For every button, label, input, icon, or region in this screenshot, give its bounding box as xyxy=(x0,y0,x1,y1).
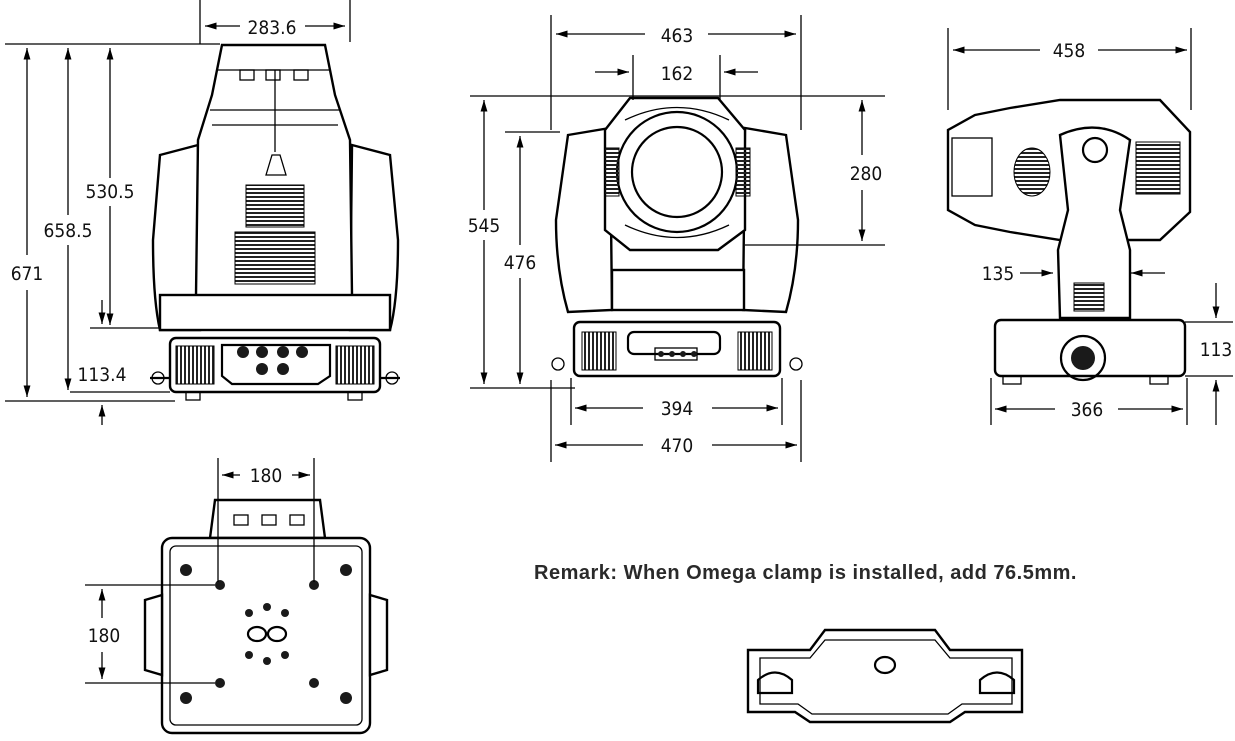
dim-rear-width: 463 xyxy=(661,25,694,47)
dim-rear-lens: 162 xyxy=(661,63,694,85)
dim-rear-upper: 280 xyxy=(850,163,883,185)
dim-side-width: 458 xyxy=(1053,40,1086,62)
dim-front-total-height: 671 xyxy=(11,263,44,285)
dim-front-tilt-height: 658.5 xyxy=(44,220,93,242)
dim-side-base-width: 366 xyxy=(1071,399,1104,421)
remark-note: Remark: When Omega clamp is installed, a… xyxy=(534,562,1077,584)
front-view xyxy=(150,43,400,401)
omega-clamp xyxy=(746,628,1024,724)
dim-front-width: 283.6 xyxy=(248,17,297,39)
dim-front-head-height: 530.5 xyxy=(86,181,135,203)
bottom-dimension-lines xyxy=(85,458,315,684)
bottom-view xyxy=(143,498,389,735)
dim-rear-base-outer: 470 xyxy=(661,435,694,457)
dim-rear-total-height: 545 xyxy=(468,215,501,237)
dim-rear-base-inner: 394 xyxy=(661,398,694,420)
dim-bottom-width: 180 xyxy=(250,465,283,487)
side-dimension-lines xyxy=(947,28,1233,425)
dim-rear-head-height: 476 xyxy=(504,252,537,274)
rear-view xyxy=(551,96,803,378)
side-view xyxy=(946,98,1192,385)
front-dimension-lines xyxy=(5,0,351,425)
rear-dimension-lines xyxy=(470,15,885,462)
dim-side-base-height: 113 xyxy=(1200,339,1233,361)
dim-front-base-height: 113.4 xyxy=(78,364,127,386)
dim-bottom-height: 180 xyxy=(88,625,121,647)
dim-side-arm: 135 xyxy=(982,263,1015,285)
